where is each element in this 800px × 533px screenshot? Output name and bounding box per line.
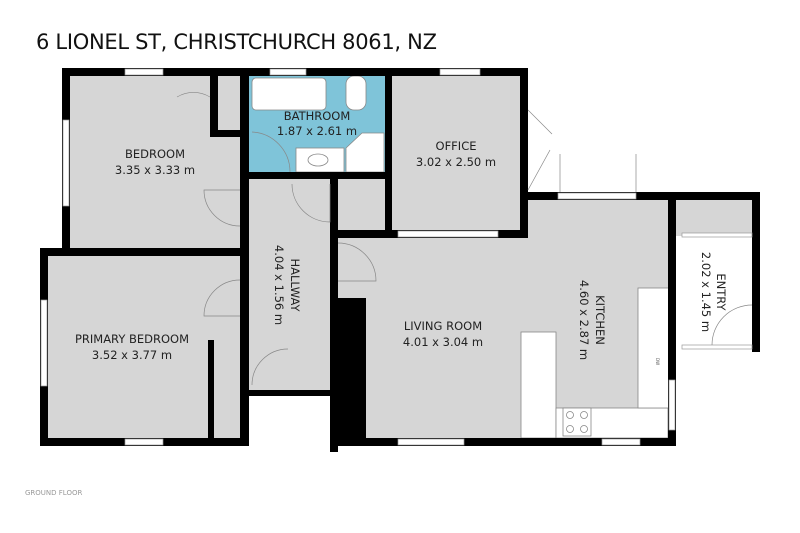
window	[397, 438, 465, 446]
room-size: 3.35 x 3.33 m	[115, 163, 195, 177]
window	[681, 344, 753, 350]
window	[124, 68, 164, 76]
room-name: LIVING ROOM	[404, 319, 482, 333]
door	[176, 92, 211, 98]
stove-burner	[566, 411, 574, 419]
door	[559, 154, 637, 192]
room-bedroom: BEDROOM 3.35 x 3.33 m	[115, 147, 195, 177]
stove-burner	[580, 411, 588, 419]
room-size: 1.87 x 2.61 m	[277, 124, 357, 138]
door	[291, 183, 331, 223]
door	[527, 109, 553, 191]
room-name: PRIMARY BEDROOM	[75, 332, 189, 346]
window	[439, 68, 481, 76]
shower	[345, 132, 385, 173]
door	[337, 242, 377, 282]
window	[124, 438, 164, 446]
door	[251, 348, 289, 386]
stove-burner	[580, 425, 588, 433]
room-name: BEDROOM	[125, 147, 185, 161]
door	[203, 189, 241, 227]
room-size: 3.52 x 3.77 m	[92, 348, 172, 362]
hallway-floor	[246, 176, 334, 394]
stove-burner	[566, 425, 574, 433]
toilet	[345, 75, 367, 111]
room-name: HALLWAY	[288, 258, 302, 312]
door	[203, 279, 241, 317]
room-living-room: LIVING ROOM 4.01 x 3.04 m	[403, 319, 483, 349]
room-office: OFFICE 3.02 x 2.50 m	[416, 139, 496, 169]
doors	[176, 92, 753, 386]
entry-closet-floor	[676, 200, 760, 236]
kitchen-bench	[520, 331, 557, 439]
window	[681, 232, 753, 238]
office-floor	[390, 74, 524, 234]
kitchen-upper-floor	[524, 196, 674, 246]
bathtub	[251, 77, 327, 111]
room-name: KITCHEN	[593, 295, 607, 345]
windows	[40, 68, 753, 446]
property-address-title: 6 LIONEL ST, CHRISTCHURCH 8061, NZ	[36, 30, 437, 54]
room-primary-bedroom: PRIMARY BEDROOM 3.52 x 3.77 m	[75, 332, 189, 362]
door	[711, 304, 753, 346]
room-name: ENTRY	[714, 273, 728, 311]
room-size: 4.01 x 3.04 m	[403, 335, 483, 349]
window	[601, 438, 641, 446]
window	[557, 192, 637, 200]
room-hallway: HALLWAY 4.04 x 1.56 m	[272, 245, 302, 325]
room-bathroom: BATHROOM 1.87 x 2.61 m	[277, 109, 357, 138]
kitchen-side-counter	[637, 287, 671, 409]
window	[269, 68, 307, 76]
room-size: 2.02 x 1.45 m	[699, 252, 713, 332]
entry-floor	[676, 236, 760, 348]
fixtures	[251, 75, 671, 439]
window	[62, 119, 70, 207]
window	[397, 230, 499, 238]
dishwasher-label: DW	[655, 358, 660, 365]
closet-floor	[334, 176, 388, 232]
room-kitchen: KITCHEN 4.60 x 2.87 m	[577, 280, 607, 360]
room-entry: ENTRY 2.02 x 1.45 m	[699, 252, 728, 332]
window	[40, 299, 48, 387]
floor-level-label: GROUND FLOOR	[25, 489, 83, 497]
stove	[562, 407, 592, 437]
room-name: OFFICE	[436, 139, 477, 153]
window	[668, 379, 676, 431]
room-size: 3.02 x 2.50 m	[416, 155, 496, 169]
room-size: 4.04 x 1.56 m	[272, 245, 286, 325]
room-size: 4.60 x 2.87 m	[577, 280, 591, 360]
door	[251, 131, 291, 173]
sink	[307, 153, 329, 167]
room-name: BATHROOM	[284, 109, 351, 123]
